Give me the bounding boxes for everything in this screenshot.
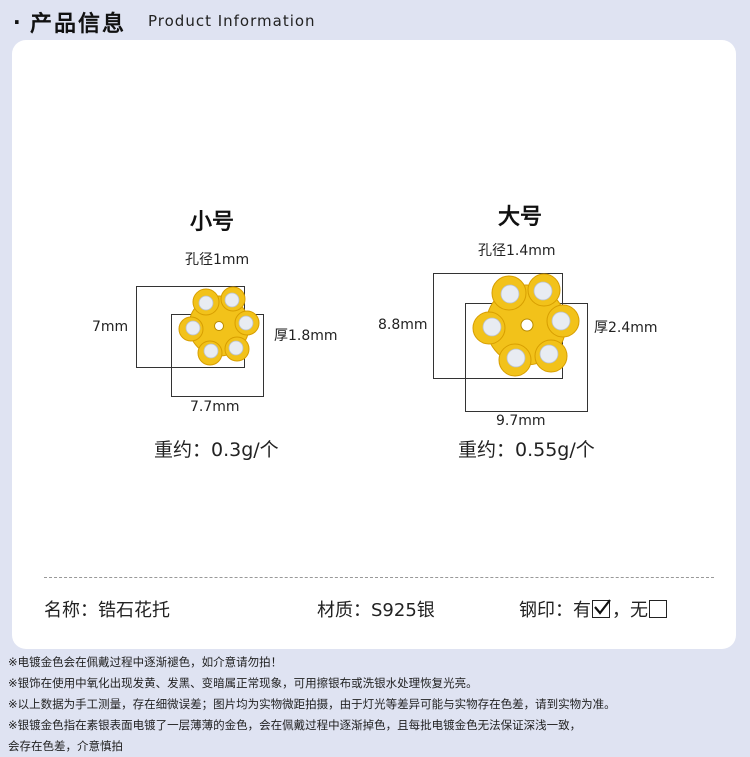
large-width-label: 9.7mm	[496, 413, 546, 429]
product-material: 材质：S925银	[317, 600, 435, 621]
stamp-no-label: 无	[630, 600, 648, 621]
small-height-label: 7mm	[92, 319, 129, 335]
note-line: ※银镀金色指在素银表面电镀了一层薄薄的金色，会在佩戴过程中逐渐掉色，且每批电镀金…	[8, 718, 582, 732]
header-bullet: ·	[13, 10, 21, 34]
checkmark-icon	[594, 599, 611, 615]
small-zircon-setting-image	[178, 286, 260, 366]
small-size-title: 小号	[190, 210, 235, 235]
note-line: ※以上数据为手工测量，存在细微误差；图片均为实物微距拍摄，由于灯光等差异可能与实…	[8, 697, 616, 711]
large-thickness-label: 厚2.4mm	[594, 320, 658, 336]
stamp-yes-label: 有	[573, 600, 591, 621]
section-title-cn: 产品信息	[30, 12, 127, 37]
small-width-label: 7.7mm	[190, 399, 240, 415]
note-line: ※电镀金色会在佩戴过程中逐渐褪色，如介意请勿拍！	[8, 655, 283, 669]
product-info-card: 小号 孔径1mm 7mm 厚1.8mm 7.7mm 重约：0.3g/个 大号 孔…	[12, 40, 736, 649]
large-weight: 重约：0.55g/个	[458, 439, 595, 461]
stamp-label: 钢印：	[519, 600, 573, 621]
small-hole-label: 孔径1mm	[185, 252, 250, 268]
note-line: 会存在色差，介意慎拍	[8, 739, 123, 753]
section-header: · 产品信息 Product Information	[0, 0, 750, 42]
large-hole-label: 孔径1.4mm	[478, 243, 556, 259]
notes-section: ※电镀金色会在佩戴过程中逐渐褪色，如介意请勿拍！ ※银饰在使用中氧化出现发黄、发…	[8, 652, 748, 757]
small-weight: 重约：0.3g/个	[154, 439, 279, 461]
small-thickness-label: 厚1.8mm	[274, 328, 338, 344]
stamp-separator: ，	[612, 600, 630, 621]
stamp-no-checkbox	[649, 600, 667, 618]
product-name: 名称：锆石花托	[44, 600, 170, 621]
stamp-yes-checkbox-checked	[592, 599, 611, 618]
large-height-label: 8.8mm	[378, 317, 428, 333]
large-size-title: 大号	[498, 205, 543, 230]
large-zircon-setting-image	[472, 273, 580, 377]
note-line: ※银饰在使用中氧化出现发黄、发黑、变暗属正常现象，可用擦银布或洗银水处理恢复光亮…	[8, 676, 478, 690]
section-title-en: Product Information	[148, 12, 316, 30]
stamp-spec: 钢印：有 ，无	[519, 596, 669, 622]
dashed-divider	[44, 577, 714, 578]
